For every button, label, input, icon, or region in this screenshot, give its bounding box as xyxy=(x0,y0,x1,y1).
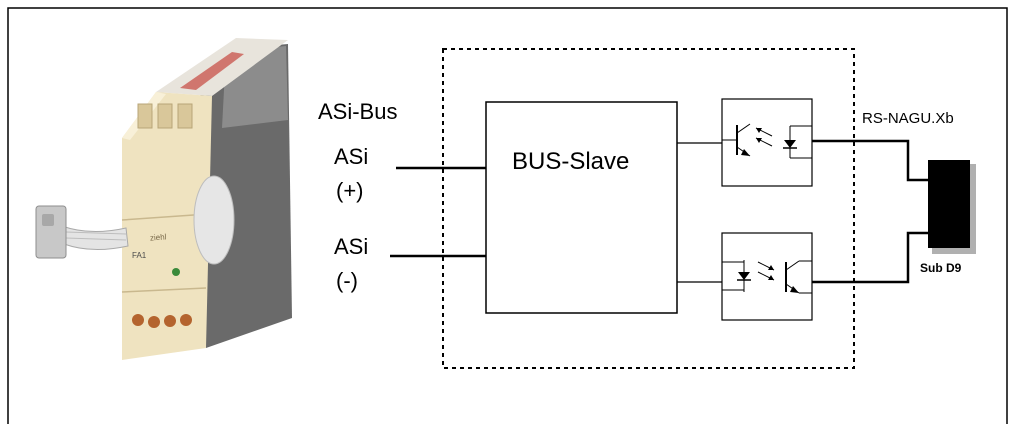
terminal-slot xyxy=(177,103,193,129)
asi-bus-label: ASi-Bus xyxy=(318,99,398,124)
cable-plug xyxy=(35,205,67,259)
module-boundary xyxy=(442,48,855,369)
device-brand: ziehl xyxy=(149,232,167,243)
terminal-slot xyxy=(157,103,173,129)
asi-minus-label: ASi xyxy=(334,234,369,259)
optocoupler-bottom xyxy=(721,232,813,321)
optocoupler-top xyxy=(721,98,813,187)
ribbon-cable xyxy=(61,225,129,251)
cable-label: RS-NAGU.Xb xyxy=(862,110,954,127)
device-photo xyxy=(35,38,292,360)
bus-slave-box xyxy=(485,101,678,314)
screw-terminal xyxy=(164,315,176,327)
screw-terminal xyxy=(148,316,160,328)
outer-frame xyxy=(7,7,1008,424)
device-label-strip xyxy=(180,52,244,90)
asi-plus-label: ASi xyxy=(334,144,369,169)
screw-terminal xyxy=(180,314,192,326)
bus-slave-label: BUS-Slave xyxy=(512,148,630,175)
device-led xyxy=(172,268,180,276)
sub-d9-connector xyxy=(928,160,970,248)
screw-terminal xyxy=(132,314,144,326)
asi-minus-sign: (-) xyxy=(336,268,358,293)
device-model-mark: FA1 xyxy=(132,251,147,260)
device-front xyxy=(122,92,212,360)
cable-bottom xyxy=(812,231,934,284)
terminal-slot xyxy=(137,103,153,129)
asi-plus-sign: (+) xyxy=(336,178,364,203)
sub-d9-label: Sub D9 xyxy=(920,261,962,275)
device-seal-sticker xyxy=(193,175,235,265)
cable-top xyxy=(812,139,934,182)
